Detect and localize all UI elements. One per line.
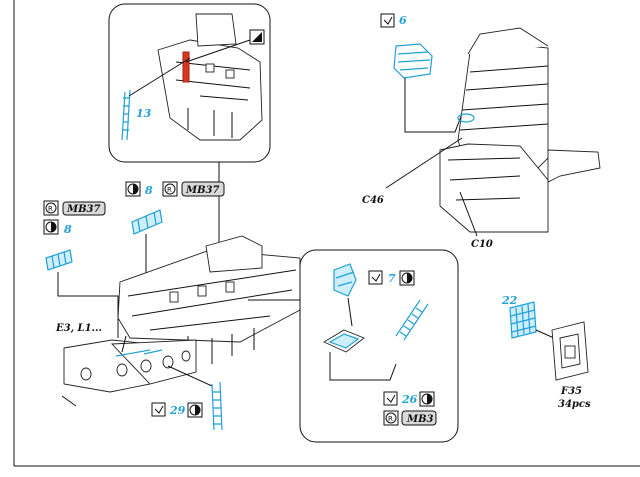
detail-callout-top (108, 3, 271, 163)
fold-icon (380, 13, 395, 28)
paint-icon (249, 29, 265, 45)
pe-part-13 (121, 89, 131, 141)
svg-text:R: R (388, 415, 393, 423)
svg-text:R: R (167, 186, 172, 194)
r-circle-icon: R (162, 181, 178, 197)
label-c46: C46 (362, 195, 384, 206)
label-e3: E3, L1... (55, 323, 102, 334)
label-f35: F35 (560, 386, 582, 397)
funnel-drawing (439, 27, 601, 233)
part-number-22: 22 (501, 294, 518, 307)
pe-part-7 (333, 263, 357, 297)
part-number-7: 7 (388, 272, 396, 285)
r-circle-icon: R (383, 410, 399, 426)
part-number-8-mid: 8 (145, 184, 153, 197)
fold-icon (368, 270, 383, 285)
detail-callout-right (299, 249, 459, 443)
pe-part-22 (509, 301, 537, 339)
pe-part-6 (393, 43, 433, 79)
half-circle-icon (125, 181, 141, 197)
pe-part-29 (211, 381, 223, 431)
part-number-29: 29 (169, 404, 186, 417)
mb3-tag (401, 410, 437, 426)
hatch-part (323, 329, 365, 353)
superstructure-drawing (61, 235, 301, 407)
pe-part-8-left (45, 249, 73, 271)
mb37-label-left: MB37 (66, 204, 100, 215)
part-number-6: 6 (399, 14, 407, 27)
mb37-tag-left (62, 201, 106, 216)
svg-text:R: R (48, 205, 53, 213)
half-circle-icon (187, 402, 203, 418)
r-circle-icon: R (43, 200, 59, 216)
label-c10: C10 (471, 239, 493, 250)
pe-part-26 (395, 299, 429, 341)
half-circle-icon (43, 219, 59, 235)
mb37-label-mid: MB37 (185, 185, 219, 196)
mb3-label: MB3 (406, 414, 434, 425)
label-f35-count: 34pcs (558, 399, 591, 410)
part-number-8-left: 8 (64, 223, 72, 236)
half-circle-icon (399, 270, 415, 286)
half-circle-icon (419, 391, 435, 407)
fold-icon (383, 391, 398, 406)
part-number-26: 26 (401, 393, 418, 406)
highlight-area (182, 51, 190, 83)
fold-icon (151, 402, 166, 417)
pe-part-8-mid (131, 209, 163, 235)
part-number-13: 13 (136, 107, 152, 120)
mb37-tag-mid (181, 181, 225, 197)
bridge-detail-drawing (157, 13, 263, 141)
frame-part-f35 (551, 321, 589, 381)
